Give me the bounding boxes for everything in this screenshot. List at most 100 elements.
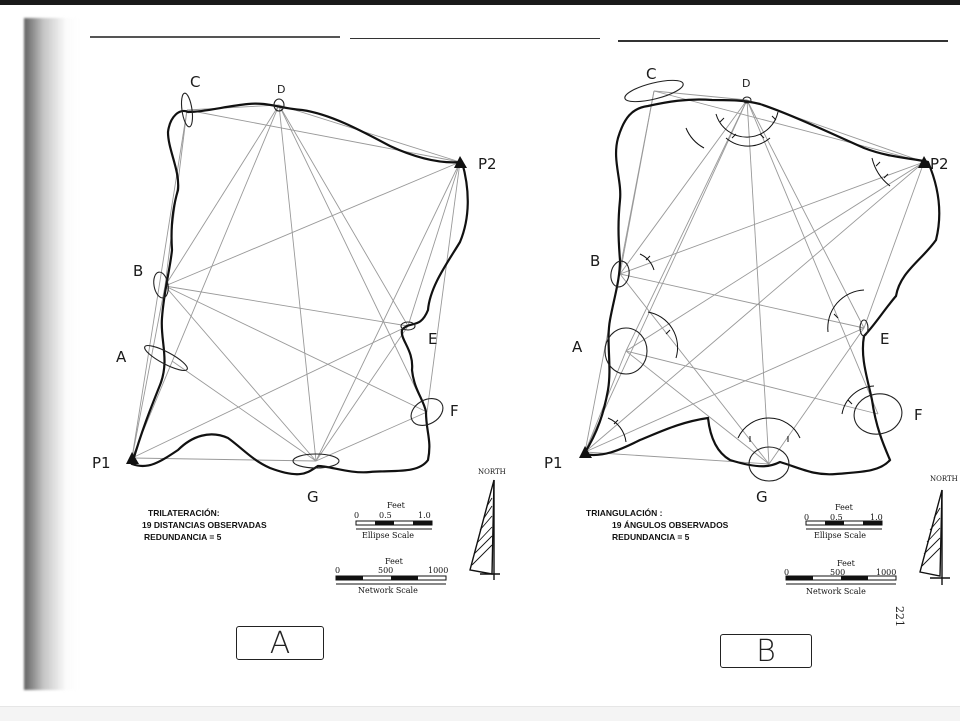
- ellipse-scale-tick-max: 1.0: [870, 513, 883, 522]
- point-label-C: C: [646, 65, 657, 83]
- ellipse-scale-tick-0: 0: [804, 513, 810, 522]
- point-label-G: G: [756, 488, 768, 506]
- page-number: 221: [893, 606, 906, 627]
- observation-line-D-G: [278, 104, 317, 462]
- observation-lines: [131, 104, 461, 462]
- control-point-P2: [918, 156, 931, 168]
- observation-line-P2-B: [619, 161, 925, 275]
- observation-line-B-F: [164, 285, 428, 413]
- observation-line-B-G: [619, 273, 770, 465]
- observation-line-B-E: [619, 273, 865, 329]
- ellipse-scale-label: Ellipse Scale: [362, 531, 415, 540]
- observation-line-D-B: [164, 104, 280, 287]
- observation-line-B-G: [164, 285, 317, 462]
- observation-line-D-P1: [584, 99, 748, 453]
- ellipse-A: [144, 344, 188, 372]
- observation-line-E-G: [768, 327, 865, 465]
- top-edge-bar: [0, 0, 960, 5]
- point-label-A: A: [572, 338, 583, 356]
- observation-line-C-P2: [653, 90, 925, 163]
- header-rule-3: [618, 40, 948, 42]
- north-arrow: [469, 479, 500, 580]
- observation-line-P2-E: [863, 161, 925, 329]
- angle-ticks: [613, 115, 889, 442]
- point-label-F: F: [450, 402, 459, 420]
- ellipse-scale-tick-mid: 0.5: [379, 511, 392, 520]
- point-label-P2: P2: [930, 155, 949, 173]
- network-scale-tick-mid: 500: [830, 568, 846, 577]
- ellipse-C: [624, 79, 684, 103]
- observation-line-A-G: [171, 360, 317, 462]
- network-scale-label: Network Scale: [806, 587, 866, 596]
- ellipse-A: [604, 327, 648, 375]
- caption-title: TRILATERACIÓN:: [148, 508, 220, 518]
- ellipse-B: [610, 260, 630, 288]
- observation-line-A-F: [625, 350, 879, 415]
- ellipse-B: [153, 271, 169, 299]
- ellipse-scale-unit: Feet: [835, 503, 853, 512]
- ellipse-D: [273, 98, 285, 112]
- network-scale-bar: [785, 575, 897, 585]
- observation-line-C-P1: [131, 109, 188, 459]
- observation-line-C-P2: [186, 109, 461, 163]
- point-label-P2: P2: [478, 155, 497, 173]
- ellipse-scale-tick-max: 1.0: [418, 511, 431, 520]
- network-scale-label: Network Scale: [358, 586, 418, 595]
- observation-line-P2-A: [625, 161, 925, 352]
- observation-line-P2-B: [164, 161, 461, 287]
- observation-line-P2-G: [315, 161, 461, 462]
- caption-count: 19 DISTANCIAS OBSERVADAS: [142, 520, 267, 530]
- ellipse-D: [742, 96, 752, 104]
- caption-redundancy: REDUNDANCIA = 5: [612, 532, 690, 542]
- boundary-outline: [130, 102, 469, 476]
- control-point-P2: [454, 156, 467, 168]
- network-scale-unit: Feet: [385, 557, 403, 566]
- ellipse-scale-tick-mid: 0.5: [830, 513, 843, 522]
- ellipse-scale-label: Ellipse Scale: [814, 531, 867, 540]
- point-label-P1: P1: [92, 454, 111, 472]
- observation-line-A-G: [625, 350, 770, 465]
- observation-line-G-F: [315, 411, 428, 462]
- north-label: NORTH: [478, 468, 506, 476]
- point-label-P1: P1: [544, 454, 563, 472]
- point-label-D: D: [277, 83, 286, 96]
- observation-line-P2-E: [407, 161, 461, 327]
- network-scale-unit: Feet: [837, 559, 855, 568]
- header-rule-2: [350, 38, 600, 39]
- observation-line-D-P2: [278, 104, 461, 163]
- ellipse-E: [859, 319, 869, 337]
- point-label-D: D: [742, 77, 751, 90]
- ellipse-F: [410, 398, 444, 426]
- caption-a: TRILATERACIÓN: 19 DISTANCIAS OBSERVADAS …: [142, 507, 267, 543]
- observation-line-D-F: [278, 104, 428, 413]
- observation-line-P1-E: [131, 325, 409, 459]
- angle-arcs: [607, 111, 891, 443]
- caption-redundancy: REDUNDANCIA = 5: [144, 532, 222, 542]
- panel-label-a: A: [236, 626, 324, 661]
- observation-line-B-E: [164, 285, 409, 327]
- ellipse-F: [853, 393, 903, 435]
- network-scale-tick-max: 1000: [428, 566, 449, 575]
- observation-line-B-P1: [131, 285, 166, 459]
- caption-b: TRIANGULACIÓN : 19 ÁNGULOS OBSERVADOS RE…: [586, 507, 728, 543]
- ellipse-scale-bar: [805, 520, 883, 530]
- observation-line-D-G: [746, 99, 770, 465]
- point-label-E: E: [880, 330, 890, 348]
- point-label-E: E: [428, 330, 438, 348]
- point-label-A: A: [116, 348, 127, 366]
- boundary-outline: [582, 98, 941, 476]
- network-diagram-b: [579, 79, 950, 585]
- caption-count: 19 ÁNGULOS OBSERVADOS: [612, 520, 729, 530]
- point-label-F: F: [914, 406, 923, 424]
- observation-line-P2-P1: [584, 161, 925, 453]
- ellipse-scale-unit: Feet: [387, 501, 405, 510]
- observation-line-D-B: [619, 99, 748, 275]
- ellipse-E: [400, 321, 416, 331]
- observation-line-E-G: [315, 325, 409, 462]
- point-label-G: G: [307, 488, 319, 506]
- network-scale-bar: [335, 575, 447, 585]
- observation-line-C-D: [653, 90, 748, 101]
- header-rule-1: [90, 36, 340, 38]
- ellipse-C: [180, 92, 194, 128]
- point-label-B: B: [590, 252, 601, 270]
